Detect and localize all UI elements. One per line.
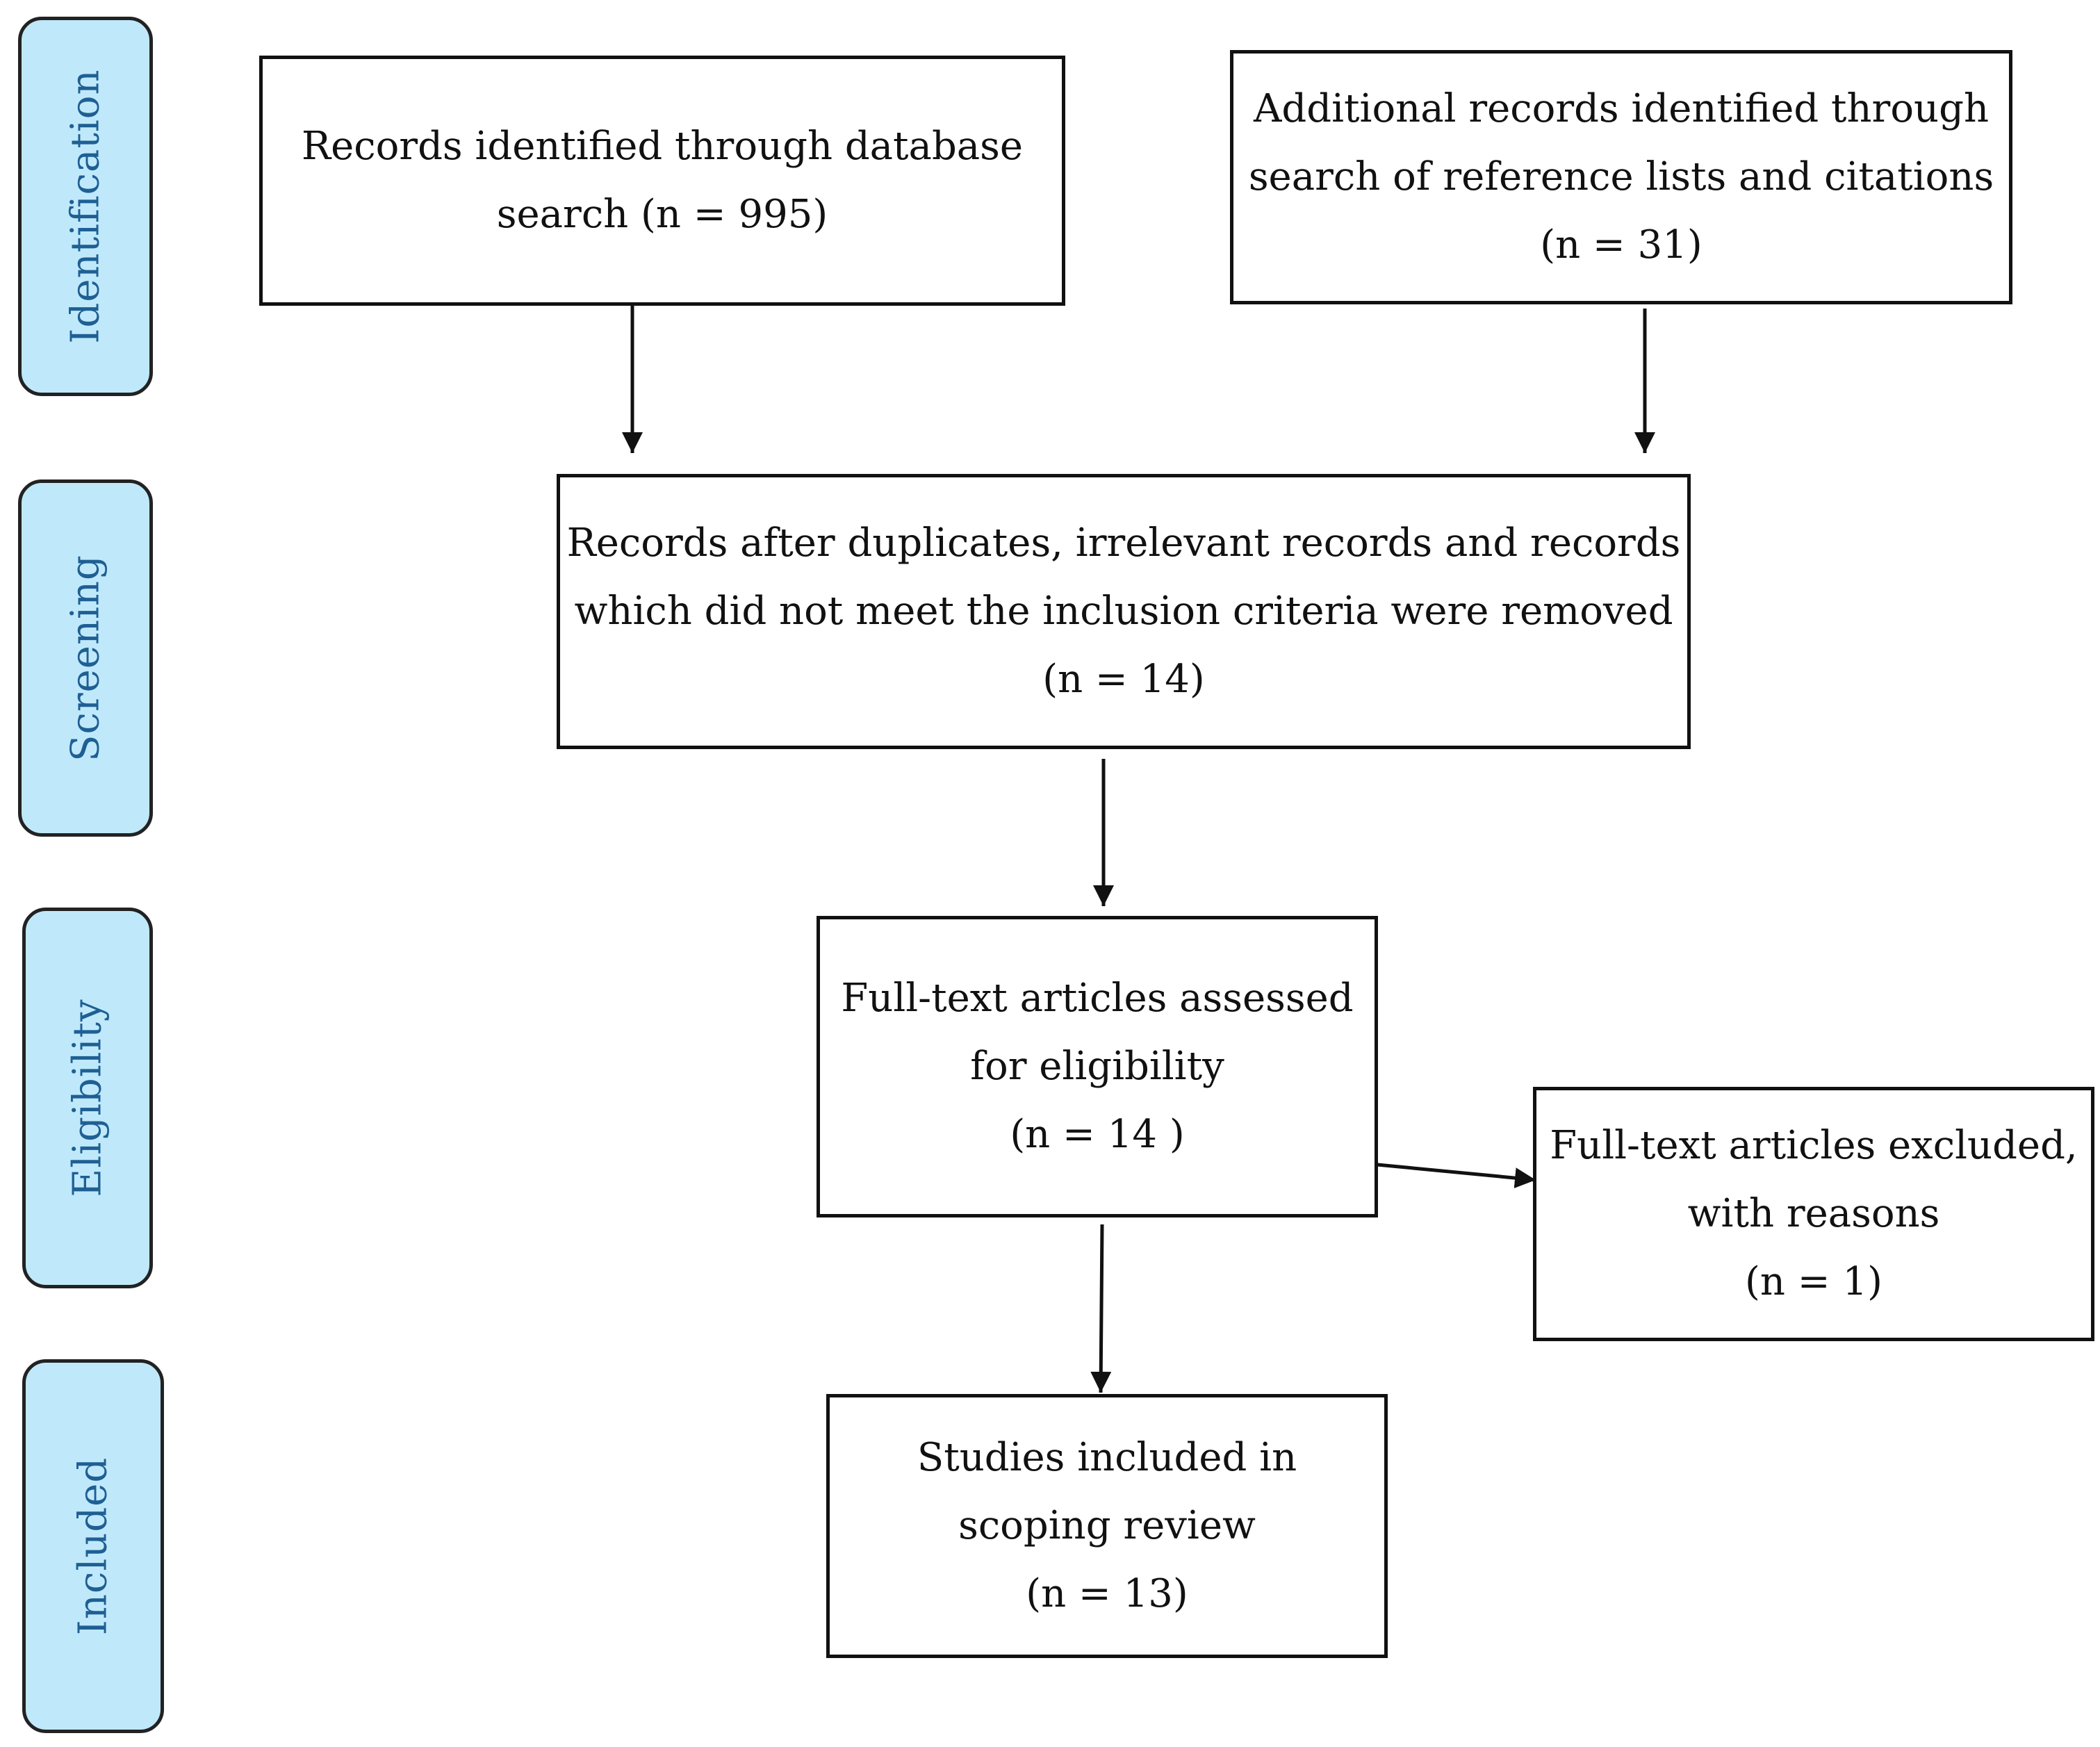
arrow-assessed-to-excluded [1377,1163,1536,1189]
box-line: search (n = 995) [496,192,828,237]
stage-eligibility: Eligibility [22,908,153,1288]
box-line: (n = 31) [1540,222,1703,268]
box-line: (n = 14 ) [1010,1112,1185,1157]
box-line: Records identified through database [301,124,1024,169]
included-studies-box: Studies included in scoping review (n = … [826,1394,1388,1658]
database-search-box: Records identified through database sear… [259,56,1065,306]
stage-screening: Screening [18,479,153,837]
additional-records-box: Additional records identified through se… [1230,50,2012,304]
box-line: which did not meet the inclusion criteri… [574,589,1673,634]
box-line: (n = 13) [1026,1571,1188,1616]
box-line: Records after duplicates, irrelevant rec… [566,520,1681,566]
full-text-excluded-box: Full-text articles excluded, with reason… [1533,1087,2094,1341]
box-line: Full-text articles excluded, [1550,1123,2078,1168]
full-text-assessed-box: Full-text articles assessed for eligibil… [817,916,1378,1217]
box-line: (n = 14) [1042,657,1205,702]
box-line: Studies included in [917,1435,1297,1480]
box-line: Additional records identified through [1253,86,1990,131]
screened-records-box: Records after duplicates, irrelevant rec… [557,474,1691,749]
stage-included: Included [22,1359,164,1733]
box-line: search of reference lists and citations [1248,154,1994,199]
box-line: (n = 1) [1745,1259,1882,1304]
box-line: Full-text articles assessed [841,976,1354,1021]
box-line: with reasons [1687,1191,1940,1236]
box-line: for eligibility [970,1044,1224,1089]
box-line: scoping review [958,1503,1256,1548]
arrow-assessed-to-included [1090,1224,1112,1393]
stage-identification: Identification [18,17,153,396]
